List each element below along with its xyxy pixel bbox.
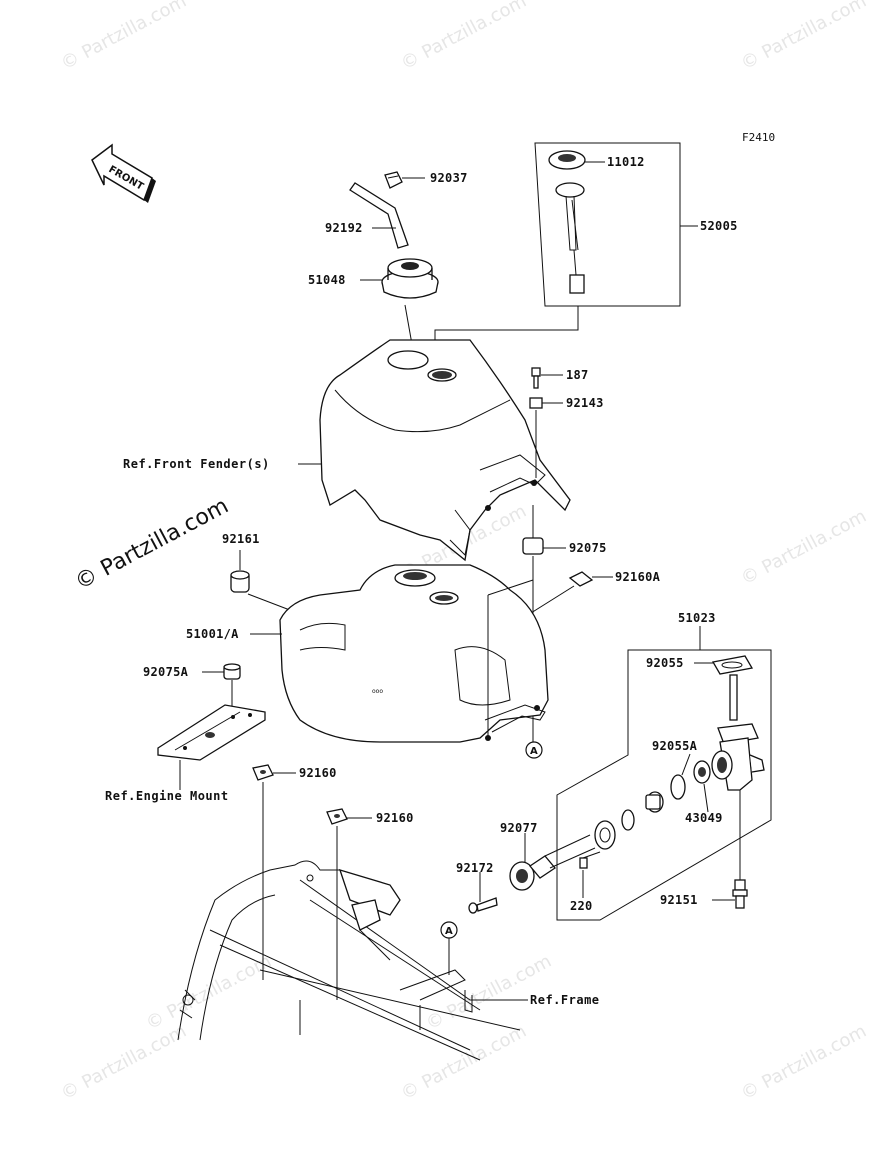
- collar-92143-shape: [529, 397, 543, 409]
- part-label-92172[interactable]: 92172: [456, 861, 494, 875]
- watermark: © Partzilla.com: [737, 0, 870, 74]
- watermark: © Partzilla.com: [57, 1021, 190, 1105]
- part-label-43049[interactable]: 43049: [685, 811, 723, 825]
- pad-92160-shape: [326, 808, 348, 825]
- front-fender-shape: [319, 339, 571, 562]
- frame-shape: [177, 860, 525, 1061]
- part-label-220[interactable]: 220: [570, 899, 593, 913]
- screw-220-shape: [579, 857, 588, 869]
- part-label-92075[interactable]: 92075: [569, 541, 607, 555]
- part-label-52005[interactable]: 52005: [700, 219, 738, 233]
- ref-label-frame: Ref.Frame: [530, 993, 600, 1007]
- part-label-51048[interactable]: 51048: [308, 273, 346, 287]
- part-label-92037[interactable]: 92037: [430, 171, 468, 185]
- ref-label-front-fender: Ref.Front Fender(s): [123, 457, 270, 471]
- fuel-cock-shape: [711, 674, 765, 880]
- part-label-51023[interactable]: 51023: [678, 611, 716, 625]
- watermark: © Partzilla.com: [737, 1021, 870, 1105]
- watermark: © Partzilla.com: [397, 1021, 530, 1105]
- reference-marker-a: A: [525, 740, 543, 759]
- front-arrow-icon: FRONT: [91, 143, 156, 203]
- part-label-92077[interactable]: 92077: [500, 821, 538, 835]
- watermark: © Partzilla.com: [57, 0, 190, 74]
- part-label-92160-b[interactable]: 92160: [376, 811, 414, 825]
- svg-text:A: A: [530, 746, 538, 757]
- grommet-92161-shape: [230, 570, 250, 593]
- clip-92037-shape: [384, 171, 403, 189]
- breather-tube-92192-shape: [349, 182, 409, 249]
- pad-92160-shape: [252, 764, 274, 781]
- watermark: © Partzilla.com: [397, 0, 530, 74]
- part-label-92161[interactable]: 92161: [222, 532, 260, 546]
- grommet-11012-shape: [548, 150, 586, 170]
- part-label-92160A[interactable]: 92160A: [615, 570, 661, 584]
- fuel-cap-51048-shape: [381, 258, 439, 299]
- bolt-187-shape: [531, 367, 541, 389]
- part-label-92151[interactable]: 92151: [660, 893, 698, 907]
- part-label-187[interactable]: 187: [566, 368, 589, 382]
- main-watermark: © Partzilla.com: [71, 494, 233, 596]
- svg-text:A: A: [445, 926, 453, 937]
- filter-plug-shape: [594, 791, 664, 850]
- gasket-92055-shape: [711, 655, 754, 675]
- bolt-92172-shape: [468, 897, 498, 914]
- svg-text:ooo: ooo: [372, 688, 383, 695]
- damper-92075-shape: [522, 537, 544, 555]
- seal-43049-shape: [693, 760, 711, 784]
- figure-code: F2410: [742, 131, 775, 144]
- fitting-92077-shape: [509, 834, 596, 891]
- part-label-92143[interactable]: 92143: [566, 396, 604, 410]
- fuel-tank-shape: ooo: [279, 564, 549, 743]
- part-label-92160-a[interactable]: 92160: [299, 766, 337, 780]
- pad-92160A-shape: [568, 571, 594, 587]
- ref-label-engine-mount: Ref.Engine Mount: [105, 789, 229, 803]
- part-label-51001A[interactable]: 51001/A: [186, 627, 239, 641]
- reference-marker-a: A: [440, 921, 458, 975]
- part-label-92055[interactable]: 92055: [646, 656, 684, 670]
- engine-mount-bracket-shape: [157, 704, 266, 761]
- fuel-gauge-sender-shape: [555, 182, 585, 294]
- part-label-11012[interactable]: 11012: [607, 155, 645, 169]
- bolt-92151-shape: [732, 879, 748, 909]
- part-label-92075A[interactable]: 92075A: [143, 665, 189, 679]
- part-label-92055A[interactable]: 92055A: [652, 739, 698, 753]
- watermark: © Partzilla.com: [737, 506, 870, 590]
- damper-92075A-shape: [223, 663, 241, 680]
- part-label-92192[interactable]: 92192: [325, 221, 363, 235]
- o-ring-92055A-shape: [670, 774, 686, 800]
